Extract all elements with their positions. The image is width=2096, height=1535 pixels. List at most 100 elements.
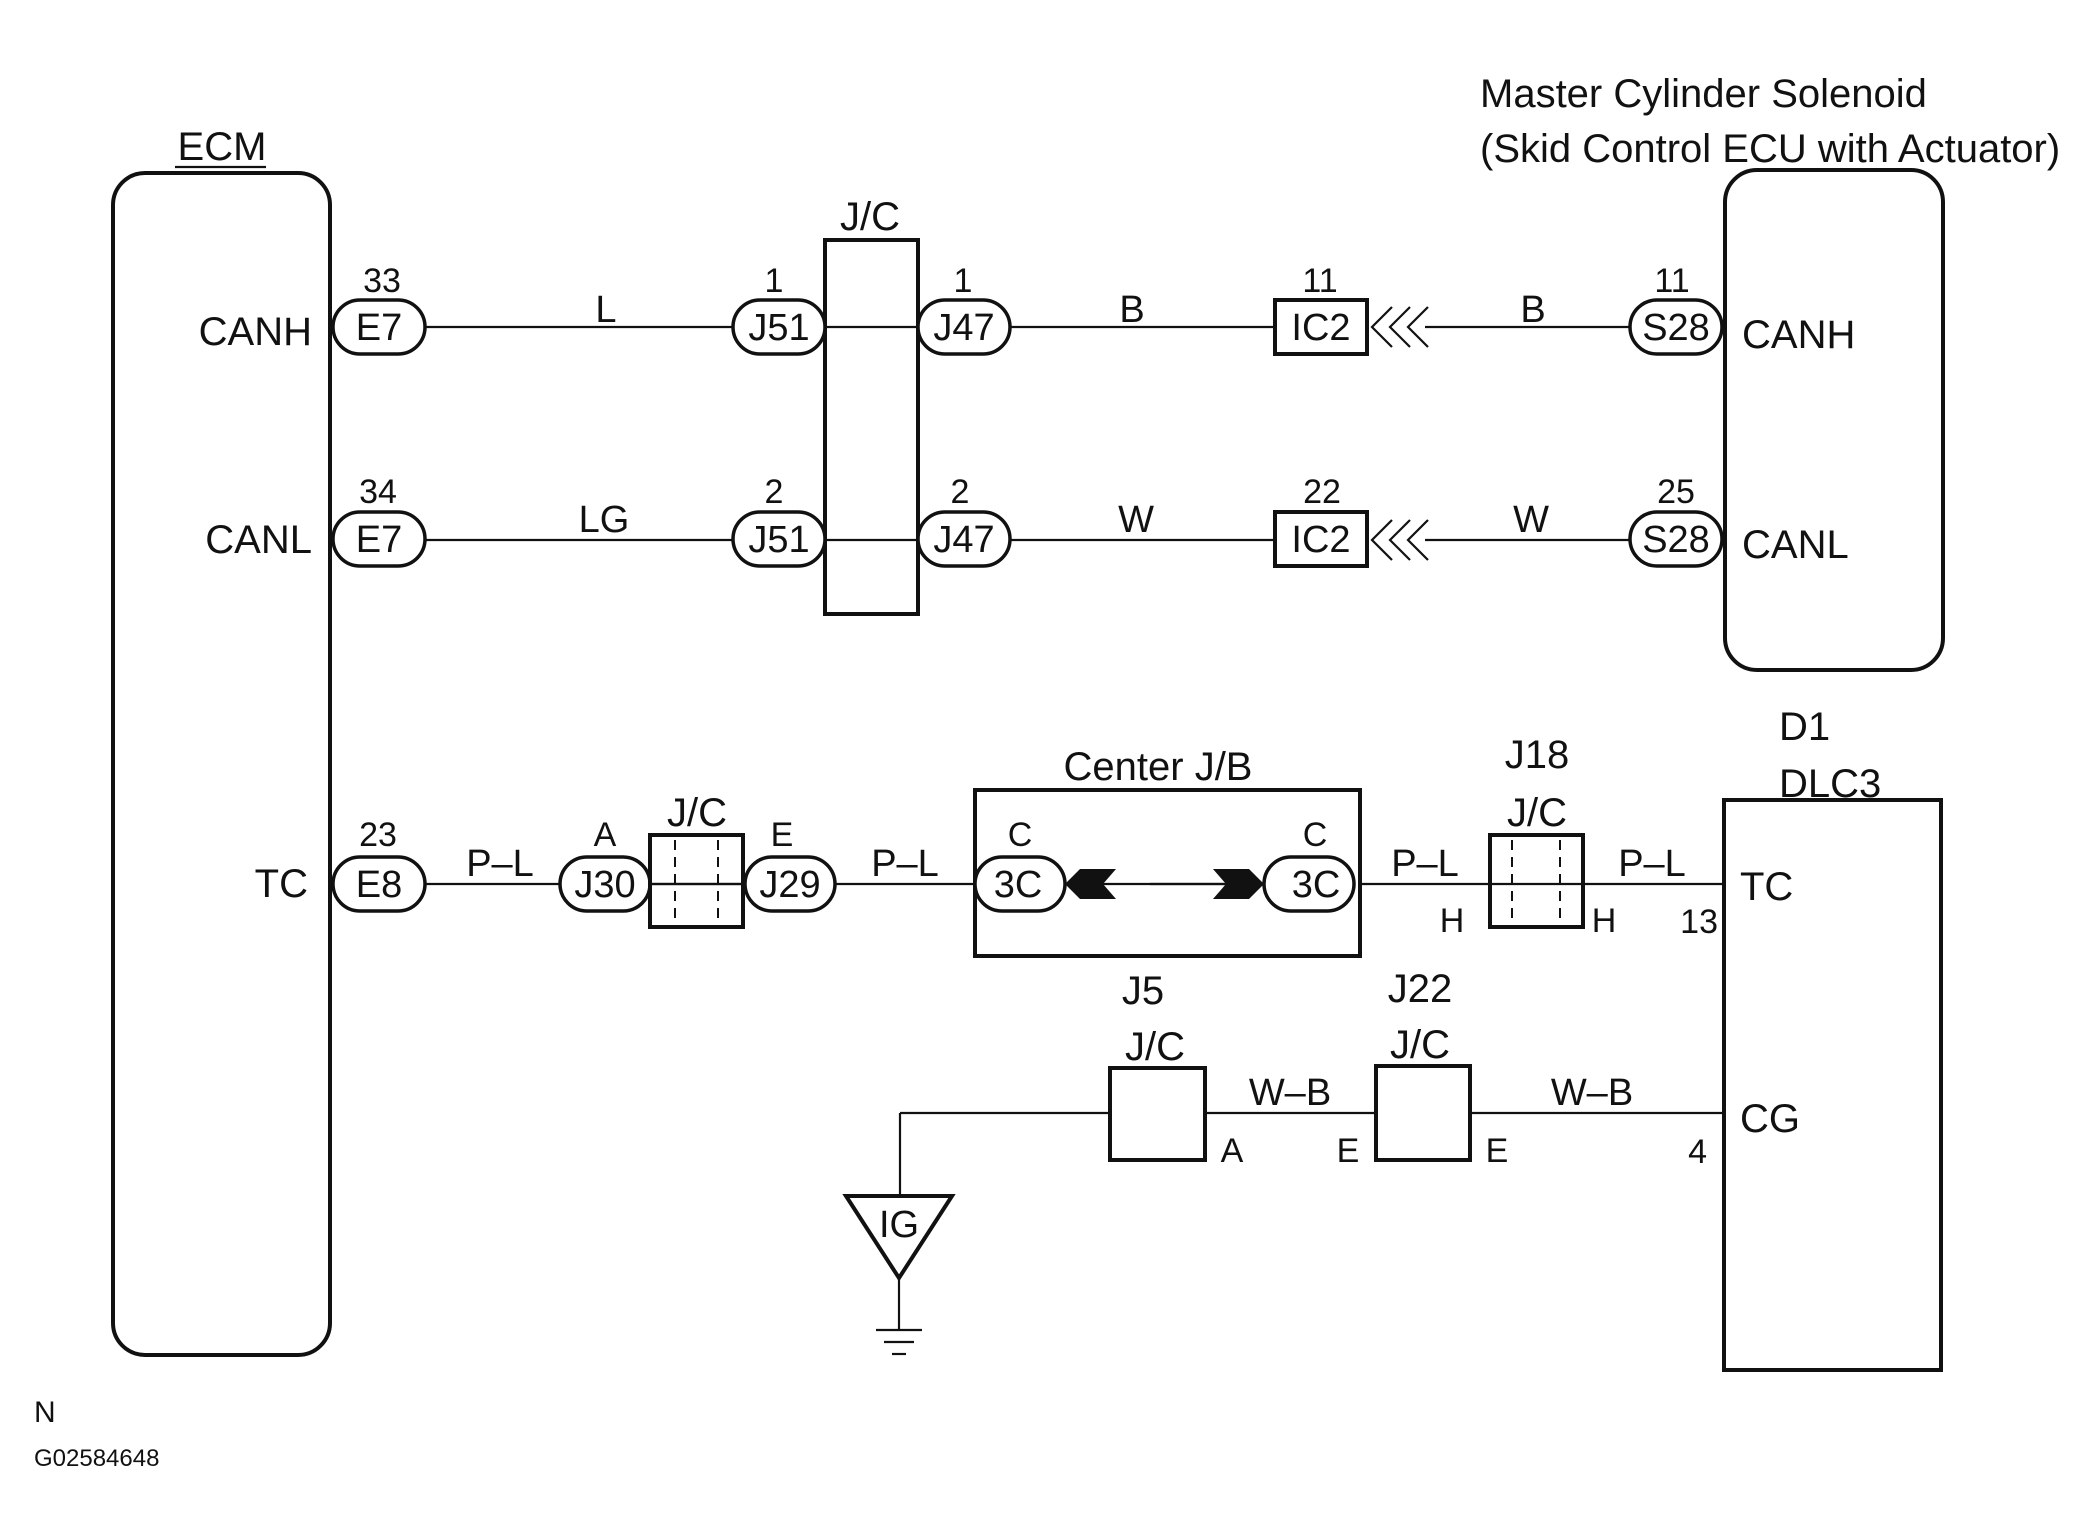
canh-row: 33 E7 L 1 J51 J/C 1 J47 B 11 IC2 B 11 S2… bbox=[331, 195, 1724, 356]
s28-canl-pin: 25 bbox=[1657, 473, 1695, 511]
tc-row: 23 E8 P–L A J30 J/C E J29 P–L Center J/B… bbox=[331, 733, 1686, 940]
jc-j51-j47-block bbox=[823, 238, 920, 616]
s28-canh-connector bbox=[1628, 298, 1724, 356]
c3-right-connector bbox=[1262, 855, 1356, 913]
dlc3-block bbox=[1722, 798, 1943, 1372]
tc-wire-1: P–L bbox=[466, 843, 534, 885]
j47-canh-label: J47 bbox=[933, 307, 994, 349]
j22-title: J22 bbox=[1388, 967, 1453, 1011]
c3-right-pin: C bbox=[1303, 816, 1328, 854]
j22-pin-right: E bbox=[1486, 1132, 1509, 1170]
ic2-canh-pin: 11 bbox=[1302, 262, 1337, 300]
center-jb-block bbox=[973, 788, 1362, 958]
ic2-canh-connector bbox=[1273, 298, 1369, 356]
center-jb-label: Center J/B bbox=[1064, 745, 1253, 789]
j18-pin-right: H bbox=[1592, 902, 1617, 940]
solenoid-title-line1: Master Cylinder Solenoid bbox=[1480, 72, 1927, 116]
ground-point-label: IG bbox=[879, 1204, 919, 1246]
c3-left-chevron-icon bbox=[1065, 869, 1116, 899]
j5-pin: A bbox=[1221, 1132, 1244, 1170]
j30-pin: A bbox=[594, 816, 617, 854]
j29-connector bbox=[743, 855, 837, 913]
ic2-canh-label: IC2 bbox=[1291, 307, 1350, 349]
j51-canh-connector bbox=[731, 298, 827, 356]
j22-pin-left: E bbox=[1337, 1132, 1360, 1170]
j18-pin-left: H bbox=[1440, 902, 1465, 940]
j18-title: J18 bbox=[1505, 733, 1570, 777]
e7-canh-connector bbox=[331, 298, 427, 356]
j51-canl-pin: 2 bbox=[765, 473, 784, 511]
j47-canh-connector bbox=[916, 298, 1012, 356]
s28-canh-label: S28 bbox=[1642, 307, 1710, 349]
ecm-title: ECM bbox=[178, 125, 267, 169]
j51-canl-connector bbox=[731, 510, 827, 568]
j18-jc-label: J/C bbox=[1507, 791, 1567, 835]
j51-canl-label: J51 bbox=[748, 519, 809, 561]
solenoid-title-line2: (Skid Control ECU with Actuator) bbox=[1480, 127, 2060, 171]
ecm-block bbox=[111, 171, 332, 1357]
j51-canh-pin: 1 bbox=[765, 262, 784, 300]
tc-wire-3: P–L bbox=[1391, 843, 1459, 885]
ic2-canl-chevron-icon bbox=[1370, 519, 1429, 561]
j30-j29-jc-block bbox=[648, 833, 745, 929]
dlc3-tc-pin: 13 bbox=[1680, 903, 1718, 941]
canl-wire-sol: W bbox=[1513, 499, 1549, 541]
ecm-canh-label: CANH bbox=[199, 310, 312, 354]
canh-wire-sol: B bbox=[1520, 289, 1545, 331]
j5-jc-label: J/C bbox=[1125, 1025, 1185, 1069]
c3-right-chevron-icon bbox=[1213, 869, 1264, 899]
c3-left-label: 3C bbox=[994, 864, 1043, 906]
ground-wire-2: W–B bbox=[1551, 1072, 1633, 1114]
ground-row: J5 J/C A W–B J22 J/C E E W–B IG bbox=[842, 967, 1633, 1356]
dlc3-tc-label: TC bbox=[1740, 865, 1793, 909]
solenoid-block bbox=[1723, 168, 1945, 672]
dlc3-title: DLC3 bbox=[1779, 762, 1881, 806]
ecm-canl-label: CANL bbox=[205, 518, 312, 562]
c3-left-pin: C bbox=[1008, 816, 1033, 854]
canh-wire-ecm: L bbox=[595, 289, 616, 331]
ground-wire-1: W–B bbox=[1249, 1072, 1331, 1114]
e7-canl-label: E7 bbox=[356, 519, 402, 561]
s28-canl-label: S28 bbox=[1642, 519, 1710, 561]
ic2-canh-chevron-icon bbox=[1370, 306, 1429, 348]
j30-label: J30 bbox=[574, 864, 635, 906]
ground-icon bbox=[876, 1328, 922, 1356]
canl-row: 34 E7 LG 2 J51 2 J47 W 22 IC2 W 25 S28 bbox=[331, 473, 1724, 568]
canl-wire-mid: W bbox=[1118, 499, 1154, 541]
ic2-canl-connector bbox=[1273, 510, 1369, 568]
j47-canh-pin: 1 bbox=[954, 262, 973, 300]
ic2-canl-pin: 22 bbox=[1303, 473, 1341, 511]
solenoid-canl-label: CANL bbox=[1742, 523, 1849, 567]
j47-canl-pin: 2 bbox=[951, 473, 970, 511]
j51-canh-label: J51 bbox=[748, 307, 809, 349]
tc-wire-4: P–L bbox=[1618, 843, 1686, 885]
e7-canl-pin: 34 bbox=[359, 473, 397, 511]
j29-pin: E bbox=[771, 816, 794, 854]
j22-jc-label: J/C bbox=[1390, 1023, 1450, 1067]
canh-wire-mid: B bbox=[1119, 289, 1144, 331]
j22-jc-block bbox=[1374, 1064, 1472, 1162]
ecm-tc-label: TC bbox=[255, 862, 308, 906]
c3-right-label: 3C bbox=[1292, 864, 1341, 906]
canl-wire-ecm: LG bbox=[579, 499, 630, 541]
j5-title: J5 bbox=[1122, 969, 1164, 1013]
s28-canh-pin: 11 bbox=[1654, 262, 1689, 300]
e7-canh-label: E7 bbox=[356, 307, 402, 349]
footer-mark: N bbox=[34, 1396, 56, 1429]
e8-connector bbox=[331, 855, 427, 913]
e8-pin: 23 bbox=[359, 816, 397, 854]
solenoid-canh-label: CANH bbox=[1742, 313, 1855, 357]
e7-canl-connector bbox=[331, 510, 427, 568]
j5-jc-block bbox=[1108, 1066, 1207, 1162]
dlc3-cg-label: CG bbox=[1740, 1097, 1800, 1141]
dlc3-code: D1 bbox=[1779, 705, 1830, 749]
j47-canl-connector bbox=[916, 510, 1012, 568]
j47-canl-label: J47 bbox=[933, 519, 994, 561]
j29-label: J29 bbox=[759, 864, 820, 906]
j18-jc-block bbox=[1488, 833, 1585, 929]
dlc3-cg-pin: 4 bbox=[1688, 1133, 1707, 1171]
figure-code: G02584648 bbox=[34, 1445, 159, 1472]
j30-j29-jc-label: J/C bbox=[667, 791, 727, 835]
jc-label: J/C bbox=[840, 195, 900, 239]
